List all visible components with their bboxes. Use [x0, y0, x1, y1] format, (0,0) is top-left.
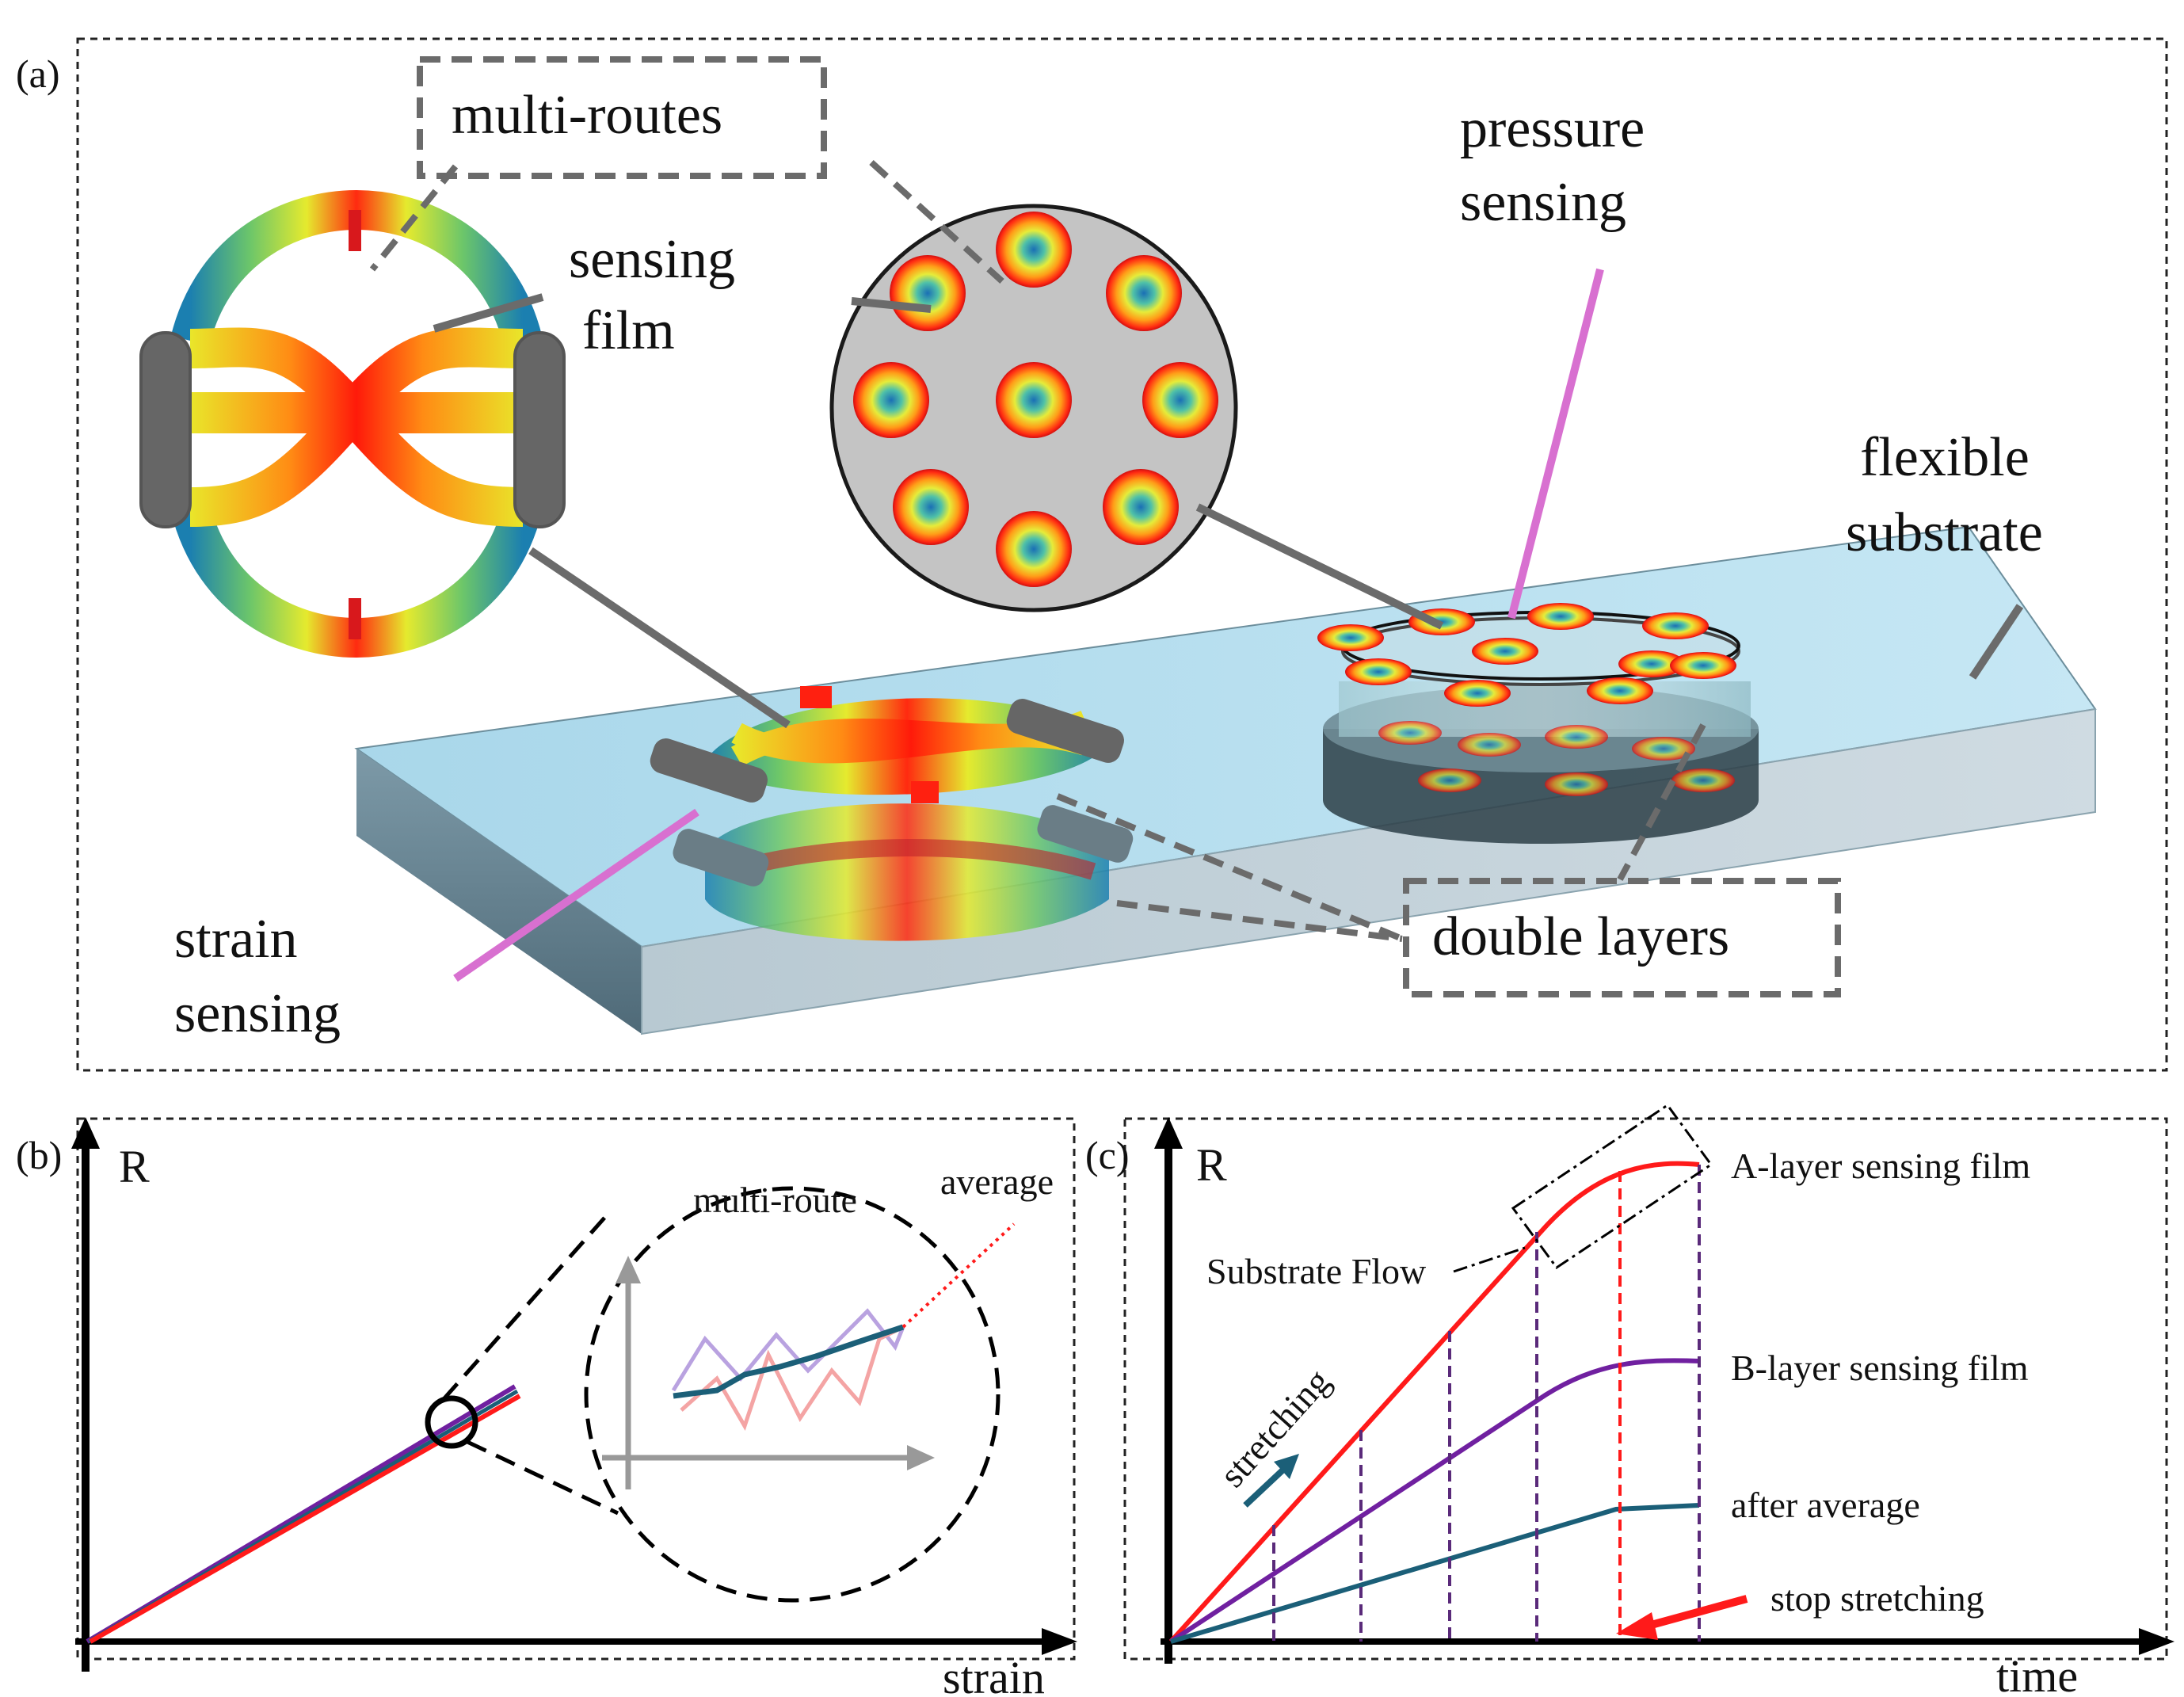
- panel-b-y-label: R: [119, 1141, 150, 1192]
- inset-line-red: [680, 1325, 905, 1432]
- panel-c-x-arrow: [2139, 1628, 2174, 1655]
- stop-arrow-head: [1616, 1612, 1658, 1640]
- flexible-substrate-label-1: flexible: [1860, 427, 2030, 488]
- strain-sensor-upper-layer: [650, 686, 1124, 803]
- average-label: average: [940, 1161, 1054, 1202]
- panel-c: (c) R time Substrate Flow stretching A-l…: [1085, 1103, 2174, 1697]
- curve-after-average: [1170, 1503, 1700, 1644]
- sensing-film-label-1: sensing: [569, 229, 735, 290]
- b-layer-label: B-layer sensing film: [1731, 1348, 2029, 1388]
- stop-arrow-line: [1638, 1595, 1748, 1632]
- panel-b-zoom-circle: [584, 1186, 1001, 1603]
- panel-b-zoom-circle-small: [425, 1395, 478, 1449]
- strain-clamp-lower-right: [1037, 805, 1134, 863]
- strain-sensing-label-2: sensing: [174, 983, 341, 1044]
- double-layers-label: double layers: [1432, 906, 1729, 967]
- strain-clamp-upper-left: [650, 738, 768, 803]
- time-markers: [1272, 1165, 1701, 1642]
- panel-a-tag: (a): [16, 51, 60, 96]
- pressure-leader-line: [1507, 268, 1604, 620]
- strain-clamp-upper-right: [1006, 699, 1124, 763]
- strain-sensor-zoom: [139, 189, 566, 658]
- multi-routes-label: multi-routes: [452, 85, 722, 146]
- pressure-sensing-label-2: sensing: [1460, 172, 1626, 233]
- strain-zoom-clamp-right: [513, 331, 566, 528]
- flexible-substrate-label-2: substrate: [1846, 502, 2043, 563]
- panel-a-frame: [76, 37, 2168, 1072]
- panel-b-zoom-line-top: [442, 1215, 608, 1401]
- leader-lines: [433, 293, 2024, 729]
- panel-b-y-arrow: [71, 1117, 100, 1149]
- panel-b: (b) R strain multi-route average: [16, 1117, 1077, 1697]
- a-layer-label: A-layer sensing film: [1731, 1146, 2030, 1186]
- pressure-sensing-label-1: pressure: [1460, 98, 1645, 159]
- sensing-film-label-2: film: [582, 300, 675, 361]
- dashed-callouts: [369, 56, 1841, 997]
- panel-c-tag: (c): [1085, 1133, 1130, 1177]
- multi-route-label: multi-route: [693, 1180, 857, 1220]
- strain-leader-line: [453, 808, 699, 982]
- panel-b-x-arrow: [1042, 1628, 1077, 1655]
- stop-stretching-label: stop stretching: [1770, 1578, 1984, 1619]
- panel-b-line-red: [89, 1394, 521, 1644]
- strain-clamp-lower-left: [673, 829, 769, 887]
- panel-c-frame: [1123, 1117, 2168, 1661]
- panel-b-frame: [76, 1117, 1076, 1661]
- inset-x-arrow: [907, 1445, 935, 1470]
- panel-b-zoom-line-bottom: [466, 1440, 619, 1516]
- substrate-flow-box: [1511, 1103, 1713, 1270]
- panel-b-tag: (b): [16, 1133, 62, 1177]
- panel-b-x-label: strain: [943, 1652, 1045, 1697]
- substrate-flow-label: Substrate Flow: [1206, 1251, 1427, 1291]
- strain-sensing-label-1: strain: [174, 909, 298, 970]
- strain-sensor-lower-layer: [673, 803, 1134, 941]
- inset-line-average: [673, 1324, 905, 1399]
- after-average-label: after average: [1731, 1485, 1920, 1525]
- panel-c-y-label: R: [1196, 1139, 1227, 1191]
- inset-y-arrow: [616, 1256, 641, 1283]
- substrate-flow-pointer: [1453, 1246, 1526, 1273]
- panel-c-y-arrow: [1154, 1117, 1183, 1149]
- pressure-sensor-stack: [1317, 603, 1759, 844]
- panel-a: (a): [16, 37, 2168, 1072]
- panel-c-x-label: time: [1996, 1650, 2078, 1697]
- stretching-arrow-head: [1274, 1454, 1299, 1479]
- flexible-substrate: [354, 525, 2097, 1035]
- curve-b-layer: [1169, 1358, 1700, 1644]
- inset-average-extension: [901, 1222, 1016, 1329]
- pressure-sensor-zoom: [829, 204, 1238, 612]
- stretching-arrow-line: [1243, 1467, 1286, 1508]
- strain-zoom-clamp-left: [139, 331, 192, 528]
